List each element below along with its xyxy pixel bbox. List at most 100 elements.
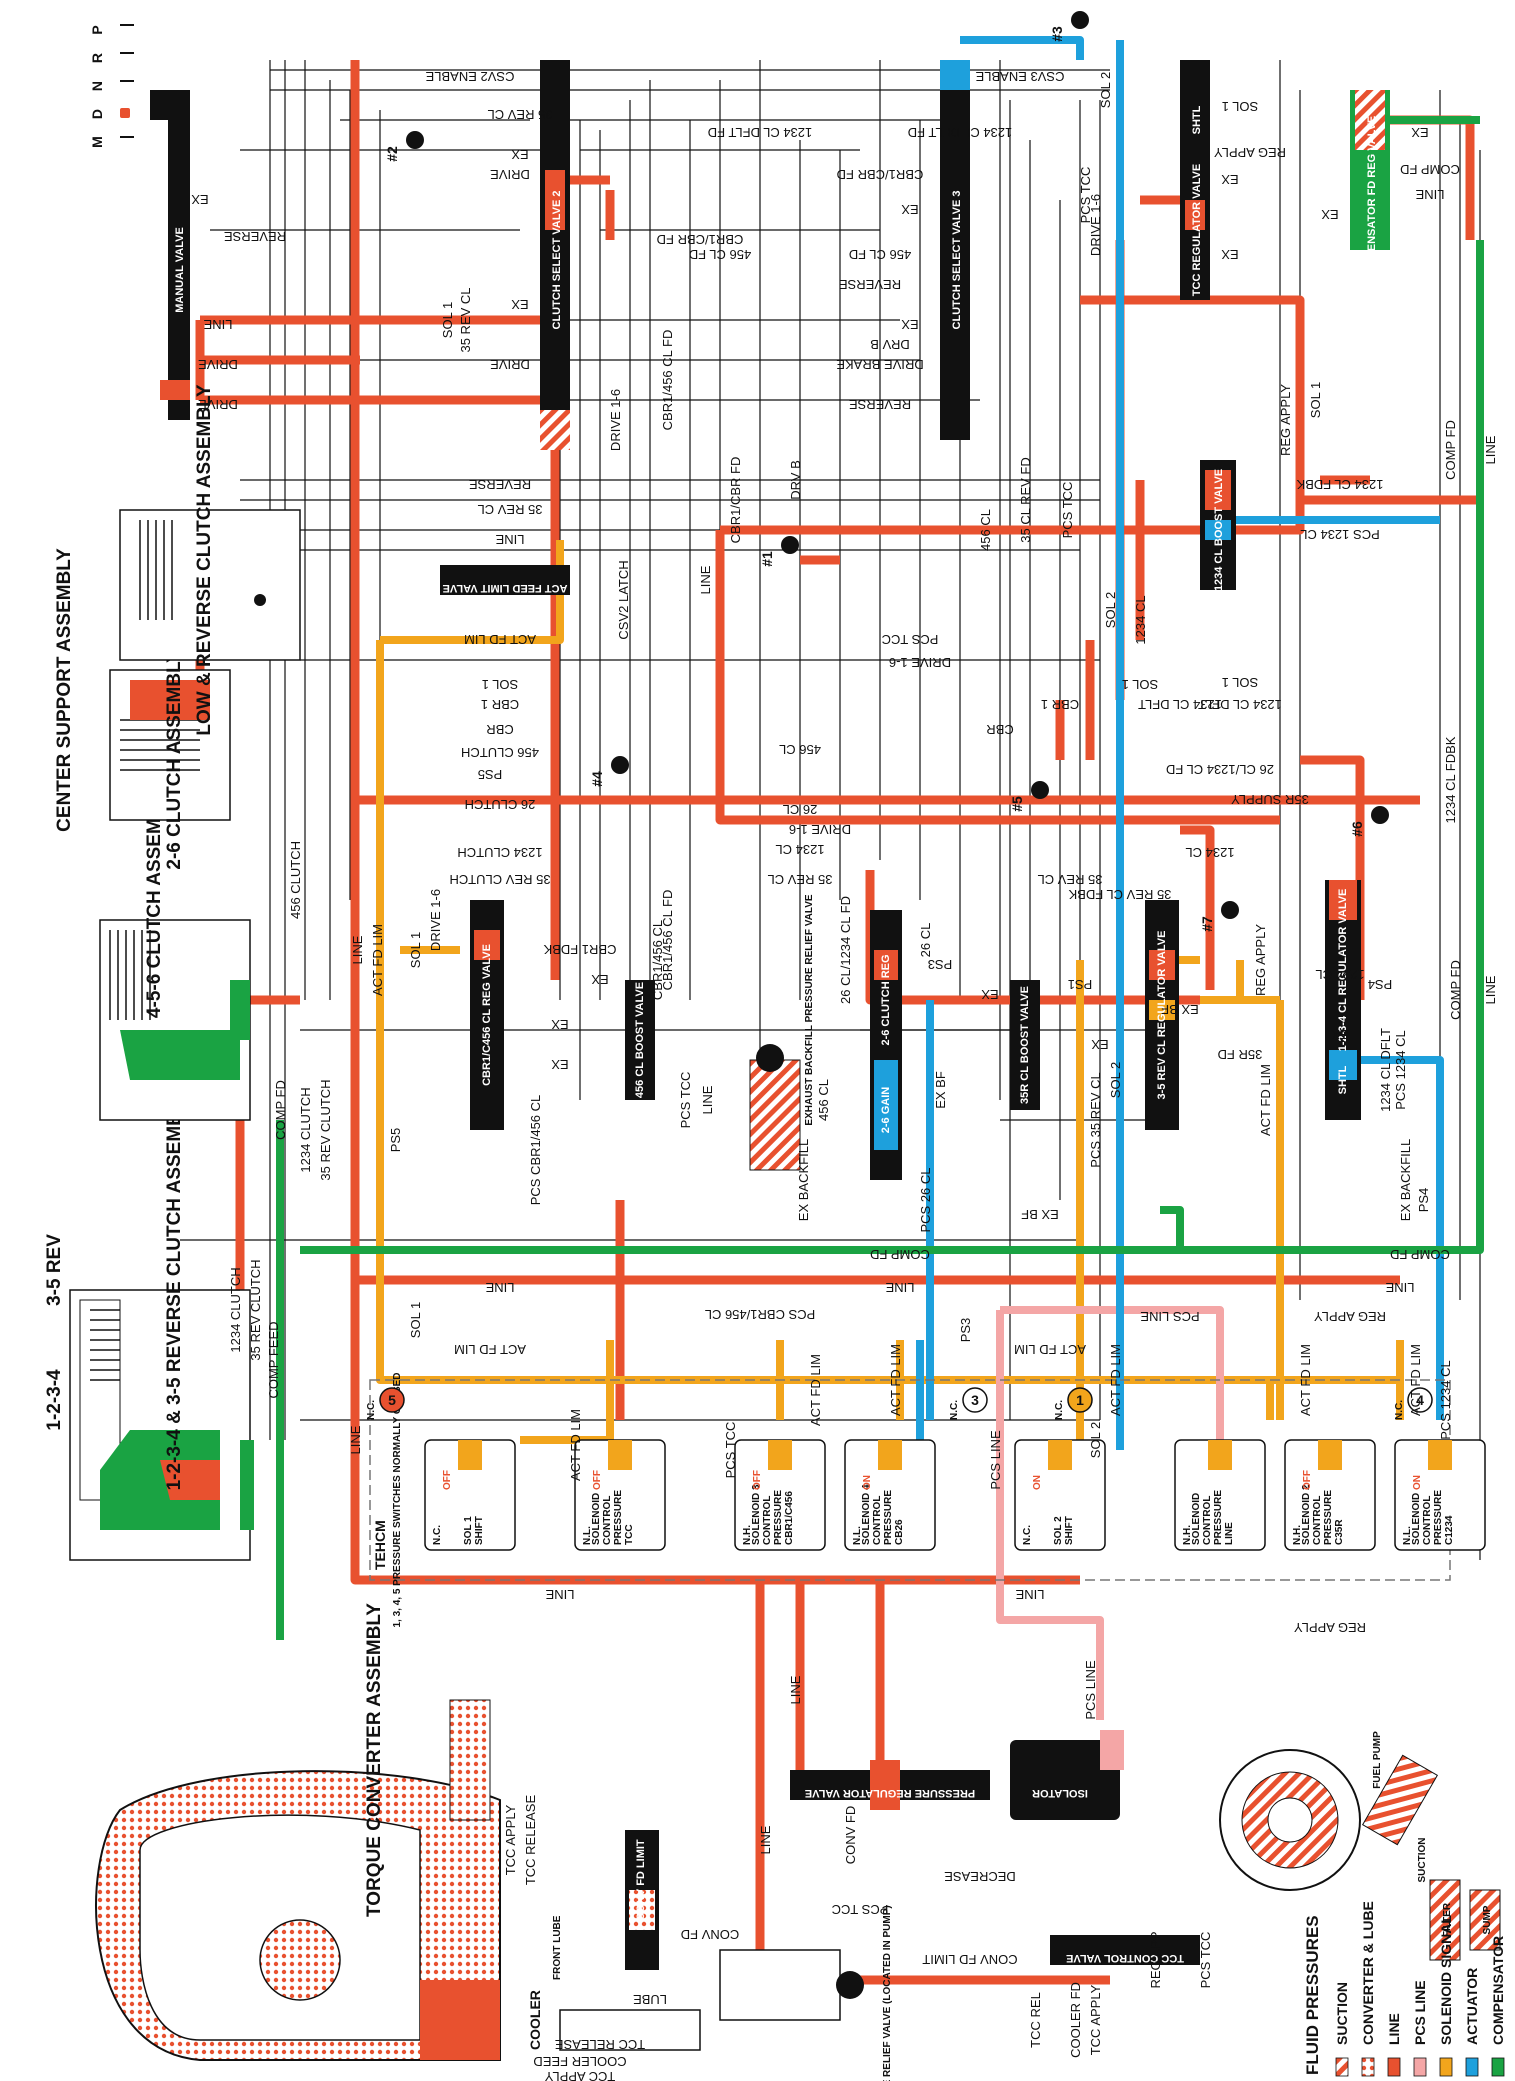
circuit-label-rev35-cl: 35 REV CL [458, 287, 473, 352]
solenoid-name: C35R [1334, 1519, 1345, 1545]
solenoid-name: CONTROL [1312, 1496, 1323, 1545]
valve-bodies: MANUAL VALVE CLUTCH SELECT VALVE 2 CLUTC… [150, 60, 1390, 2081]
boost-35r-valve-body [1010, 980, 1040, 1110]
range-letter-d: D [89, 109, 105, 119]
solenoid-name: SOLENOID 3 [751, 1484, 762, 1545]
pressure-relief-label: PRESSURE RELIEF VALVE (LOCATED IN PUMP) [882, 1905, 893, 2081]
circuit-label-cbr1-fdbk: CBR1 FDBK [543, 942, 616, 957]
checkball-label: #4 [589, 771, 605, 787]
circuit-label-ex: EX [981, 987, 999, 1002]
circuit-label-act-fd-lim: ACT FD LIM [808, 1354, 823, 1426]
circuit-label-drv-b: DRV B [870, 337, 910, 352]
switch-nc: N.C. [366, 1400, 377, 1420]
checkballs: #1#2#3#4#5#6#7 [384, 11, 1389, 932]
legend-swatch [1465, 2057, 1479, 2077]
circuit-label-reg-apply: REG APPLY [1214, 145, 1286, 160]
circuit-label-sol1: SOL 1 [1222, 99, 1258, 114]
label-35rev: 3-5 REV [44, 1234, 65, 1306]
solenoid-type: N.L. [1402, 1526, 1413, 1545]
circuit-label-pcs-tcc: PCS TCC [1078, 167, 1093, 224]
suction-label: SUCTION [1417, 1838, 1428, 1883]
cooler-label: COOLER [527, 1990, 543, 2050]
circuit-label-conv-fd-limit: CONV FD LIMIT [922, 1952, 1017, 1967]
circuit-label-cbr1: CBR 1 [481, 697, 519, 712]
circuit-label-line: LINE [1385, 1280, 1414, 1295]
circuit-label-sol1: SOL 1 [1222, 675, 1258, 690]
solenoid-name: SOL 1 [463, 1516, 474, 1545]
circuit-label-lube: LUBE [633, 1992, 667, 2007]
solenoid-type: N.C. [432, 1525, 443, 1545]
circuit-label-tcc-release: TCC RELEASE [523, 1795, 538, 1886]
solenoid-type: N.H. [1182, 1525, 1193, 1545]
clutch-26-label: 2-6 CLUTCH ASSEMBLY [164, 650, 185, 870]
isolator-body [1010, 1740, 1120, 1820]
circuit-label-clutch456: 456 CLUTCH [461, 745, 539, 760]
circuit-label-cbr1-cbr-fd: CBR1/CBR FD [728, 457, 743, 544]
cooler-body [559, 2009, 701, 2051]
sump-label: SUMP [1482, 1905, 1493, 1934]
circuit-label-drv-b: DRV B [788, 460, 803, 500]
clutch-1234-35-assembly: 1-2-3-4 3-5 REV 1-2-3-4 & 3-5 REVERSE CL… [44, 1089, 254, 1561]
circuit-label-drive: DRIVE [490, 357, 530, 372]
act-feed-limit-valve-body [440, 565, 570, 595]
solenoid-name: CONTROL [872, 1496, 883, 1545]
front-lube-label: FRONT LUBE [552, 1915, 563, 1980]
circuit-label-sol1: SOL 1 [1308, 382, 1323, 418]
circuit-label-pcs-tcc: PCS TCC [723, 1422, 738, 1479]
exhaust-backfill-valve [749, 1059, 801, 1171]
circuit-label-ex: EX [901, 202, 919, 217]
circuit-label-supply35r: 35R SUPPLY [1231, 792, 1309, 807]
checkball-5: #5 [1009, 781, 1049, 812]
exhaust-backfill-label: EXHAUST BACKFILL PRESSURE RELIEF VALVE [804, 894, 815, 1125]
circuit-label-cl456: 456 CL [816, 1079, 831, 1121]
circuit-label-drive16: DRIVE 1-6 [608, 389, 623, 451]
solenoid-name: SOLENOID 2 [1301, 1484, 1312, 1545]
manual-valve-label: MANUAL VALVE [174, 227, 186, 313]
manual-valve-body [168, 120, 190, 420]
circuit-label-cl1234: 1234 CL [775, 842, 824, 857]
circuit-label-conv-fd: CONV FD [681, 1927, 740, 1942]
range-mark [120, 52, 134, 54]
circuit-label-comp-fd: COMP FD [273, 1080, 288, 1140]
pressure-switch-3: 3N.C. [949, 1387, 988, 1420]
solenoid-name: PRESSURE [1213, 1490, 1224, 1545]
circuit-label-clutch1234: 1234 CLUTCH [457, 845, 542, 860]
circuit-label-pcs-1234cl: PCS 1234 CL [1438, 1360, 1453, 1440]
circuit-label-rev35cl-fdbk: 35 REV CL FDBK [1068, 887, 1171, 902]
tehcm-label: TEHCM [372, 1520, 388, 1570]
reg-1234-label: 1-2-3-4 CL REGULATOR VALVE [1337, 889, 1349, 1052]
clutch-reg-26-label: 2-6 CLUTCH REG [880, 954, 892, 1045]
circuit-label-line: LINE [1483, 435, 1498, 464]
pressure-regulator-label: PRESSURE REGULATOR VALVE [805, 1787, 975, 1799]
circuit-label-ex: EX [191, 192, 209, 207]
legend-swatch [1361, 2057, 1375, 2077]
circuit-label-cl456-fd: 456 CL FD [849, 247, 911, 262]
solenoid-type: N.H. [1292, 1525, 1303, 1545]
range-letter-m: M [89, 136, 105, 148]
circuit-label-csv2-latch: CSV2 LATCH [616, 560, 631, 639]
range-mark [120, 136, 134, 138]
circuit-label-ps4: PS4 [1416, 1188, 1431, 1213]
circuit-label-ex: EX [901, 317, 919, 332]
circuit-label-cbr1-456: CBR1/456 CL [650, 920, 665, 1000]
circuit-label-pcs-tcc: PCS TCC [1060, 482, 1075, 539]
checkball-3: #3 [1049, 11, 1089, 42]
pressure-switch-4: 4N.C. [1394, 1387, 1433, 1420]
circuit-label-cl26-1234-fd: 26 CL/1234 CL FD [1166, 762, 1274, 777]
circuit-label-tcc-apply: TCC APPLY [1088, 1984, 1103, 2055]
conv-fd-limit-label: CONV FD LIMIT [635, 1839, 647, 1921]
boost-456-valve-body [625, 980, 655, 1100]
range-mark [120, 80, 134, 82]
circuit-label-drive: DRIVE [198, 397, 238, 412]
circuit-label-tcc-apply: TCC APPLY [544, 2069, 615, 2081]
circuit-label-cbr1-cbr-fd: CBR1/CBR FD [657, 232, 744, 247]
solenoid-state: OFF [1302, 1470, 1313, 1490]
solenoid-name: SHIFT [474, 1516, 485, 1545]
torque-converter: TORQUE CONVERTER ASSEMBLY [95, 1603, 501, 2061]
fuel-pump-assembly: FUEL PUMP FILTER SUMP SUCTION [1219, 1731, 1501, 1961]
legend-label: PCS LINE [1412, 1980, 1428, 2045]
circuit-label-ex: EX [591, 972, 609, 987]
tcc-control-label: TCC CONTROL VALVE [1066, 1952, 1184, 1964]
